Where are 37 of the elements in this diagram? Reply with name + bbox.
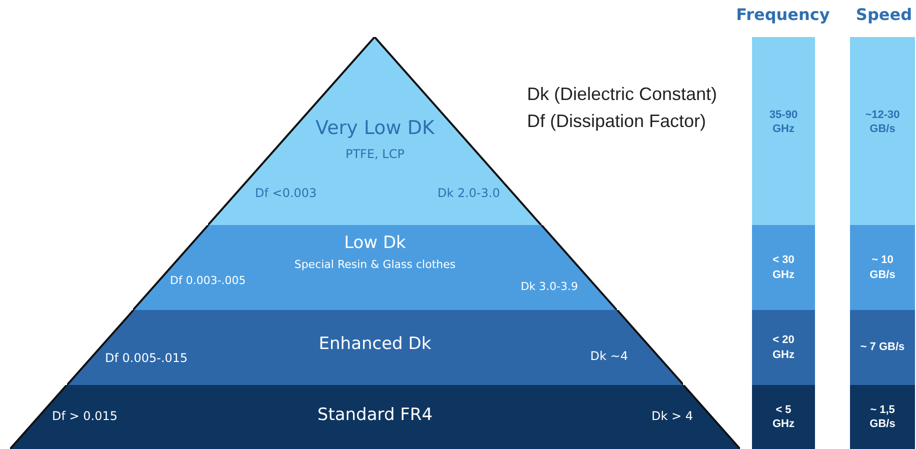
frequency-value: < 20 GHz	[772, 333, 796, 362]
dk-value: Dk 2.0-3.0	[437, 187, 500, 201]
dk-value: Dk ~4	[590, 350, 628, 364]
speed-value: ~12-30 GB/s	[864, 108, 901, 136]
pyramid-tier	[66, 310, 684, 385]
abbreviation-note: Dk (Dielectric Constant)	[527, 84, 718, 105]
speed-value: ~ 10 GB/s	[868, 253, 896, 282]
abbreviation-note: Df (Dissipation Factor)	[527, 111, 706, 132]
column-header: Frequency	[736, 6, 830, 24]
frequency-value: 35-90 GHz	[768, 108, 799, 136]
dk-value: Dk > 4	[651, 410, 693, 424]
frequency-bar-segment	[752, 310, 815, 385]
pyramid-tier	[10, 385, 740, 449]
speed-value: ~ 1,5 GB/s	[868, 402, 896, 432]
tier-title: Low Dk	[344, 234, 406, 254]
speed-bar-segment	[850, 225, 915, 310]
tier-materials: PTFE, LCP	[346, 148, 404, 162]
tier-title: Very Low DK	[316, 118, 434, 140]
column-header: Speed	[856, 6, 912, 24]
frequency-value: < 5 GHz	[772, 402, 796, 432]
pyramid-tier	[133, 225, 617, 310]
frequency-value: < 30 GHz	[772, 253, 796, 282]
frequency-bar-segment	[752, 385, 815, 449]
speed-bar-segment	[850, 385, 915, 449]
tier-title: Enhanced Dk	[318, 335, 432, 355]
df-value: Df <0.003	[254, 187, 317, 201]
df-value: Df > 0.015	[52, 410, 118, 424]
tier-materials: Special Resin & Glass clothes	[294, 259, 456, 272]
speed-bar-segment	[850, 310, 915, 385]
df-value: Df 0.005-.015	[104, 352, 188, 366]
dk-value: Dk 3.0-3.9	[520, 281, 578, 294]
frequency-bar-segment	[752, 37, 815, 225]
frequency-bar-segment	[752, 225, 815, 310]
tier-title: Standard FR4	[317, 406, 433, 426]
speed-bar-segment	[850, 37, 915, 225]
speed-value: ~ 7 GB/s	[860, 340, 906, 355]
df-value: Df 0.003-.005	[170, 275, 246, 288]
